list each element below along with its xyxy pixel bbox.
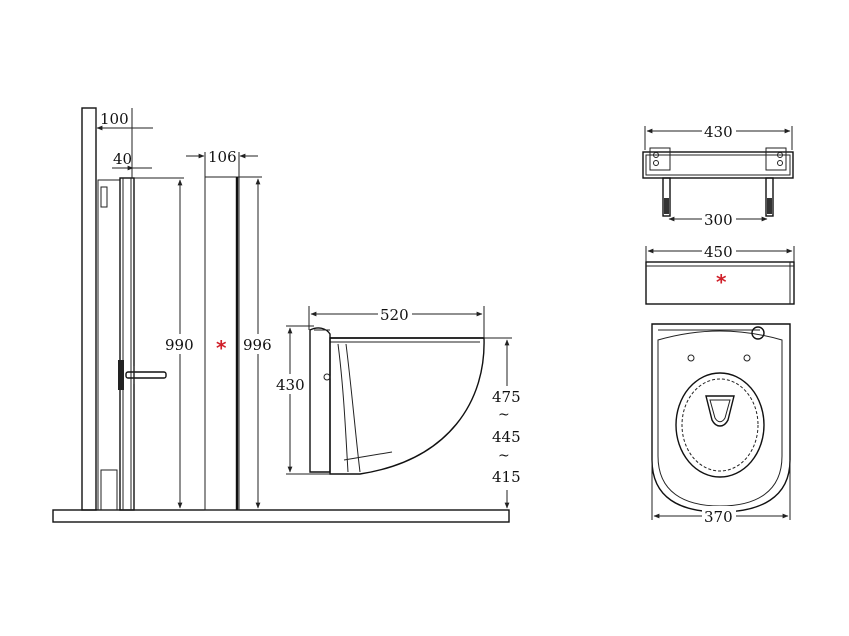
dim-bowl-length: 520 [380, 306, 409, 324]
bracket-top-view [642, 147, 794, 217]
wave-1: ~ [498, 407, 510, 423]
seat-height-415: 415 [492, 468, 521, 486]
dim-cover-height: 996 [243, 336, 272, 354]
dim-bracket-width: 430 [704, 123, 733, 141]
dim-cover-front-width: 450 [704, 243, 733, 261]
dim-bowl-height: 430 [276, 376, 305, 394]
wall [81, 107, 97, 511]
dim-frame-height: 990 [165, 336, 194, 354]
marker-asterisk-side: * [216, 336, 227, 360]
seat-height-445: 445 [492, 428, 521, 446]
dim-cover-width: 106 [208, 148, 237, 166]
dim-frame-depth: 100 [100, 110, 129, 128]
bowl-side-view [309, 327, 485, 475]
cover-panel [204, 176, 240, 511]
dim-panel-offset: 40 [113, 150, 132, 168]
marker-asterisk-cover: * [716, 270, 727, 294]
side-elevation: 100 40 106 990 996 * [52, 107, 526, 523]
dim-bolt-spacing: 300 [704, 211, 733, 229]
seat-height-475: 475 [492, 388, 521, 406]
front-panel [119, 177, 135, 511]
dim-bowl-width: 370 [704, 508, 733, 526]
mounting-bolt [118, 360, 167, 390]
cover-front-view [645, 261, 795, 305]
installation-frame [97, 179, 121, 511]
wave-2: ~ [498, 448, 510, 464]
bowl-top-view [651, 323, 791, 513]
floor-slab [52, 509, 510, 523]
